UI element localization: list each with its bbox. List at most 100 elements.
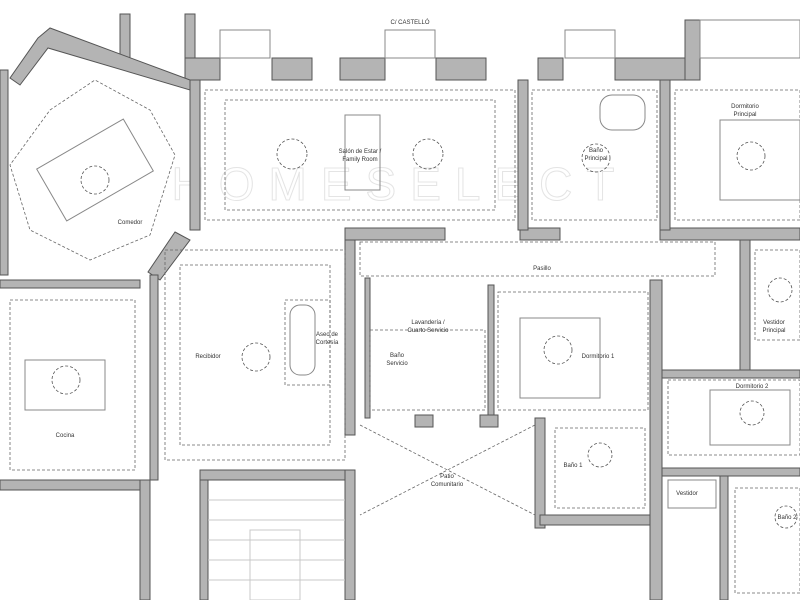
wall — [479, 414, 499, 428]
ceiling-light — [241, 342, 271, 372]
wall — [684, 19, 701, 81]
room-label: Salón de Estar / — [339, 149, 382, 155]
room-label: Comedor — [118, 220, 143, 226]
room-label: Cuarto Servicio — [407, 328, 449, 334]
room-label: Comunitario — [431, 482, 464, 488]
ceiling-light — [581, 143, 611, 173]
room-label: Aseo de — [316, 332, 339, 338]
wall — [539, 514, 661, 526]
dormitorio-principal-outline — [674, 89, 800, 221]
ceiling-light — [587, 442, 613, 468]
wall — [414, 414, 434, 428]
bano-1-outline — [554, 427, 646, 509]
wall — [661, 467, 800, 477]
patio-diagonal — [359, 424, 536, 516]
bano-principal-outline — [531, 89, 658, 221]
dormitorio-1-outline — [497, 291, 649, 411]
wall — [344, 469, 356, 600]
wall — [119, 13, 131, 60]
dormitorio-2-outline — [667, 379, 800, 456]
ceiling-light — [767, 277, 793, 303]
room-labels: C/ CASTELLÓ Salón de Estar / Family Room… — [56, 19, 798, 521]
recibidor-outline — [164, 249, 346, 461]
balcony — [564, 29, 616, 59]
room-label: Dormitorio 1 — [582, 354, 615, 360]
room-label: Vestidor — [763, 320, 785, 326]
wall — [614, 57, 686, 81]
room-label: Vestidor — [676, 491, 698, 497]
wall — [0, 69, 9, 276]
wall — [517, 79, 529, 231]
room-label: Servicio — [386, 361, 408, 367]
dining-table — [36, 118, 154, 222]
wall — [739, 239, 751, 371]
family-room-outline — [204, 89, 516, 221]
wall — [435, 57, 487, 81]
room-label: Principal — [584, 156, 607, 162]
ceiling-light — [80, 165, 110, 195]
wall — [139, 479, 151, 600]
aseo-outline — [284, 299, 331, 386]
wall — [9, 27, 191, 91]
wall — [271, 57, 313, 81]
wall — [147, 231, 191, 281]
wall — [199, 469, 356, 481]
wall — [344, 227, 446, 241]
room-label: Dormitorio — [731, 104, 759, 110]
room-label: Family Room — [342, 157, 377, 163]
vestidor-principal-outline — [754, 249, 800, 341]
room-label: Baño — [589, 148, 604, 154]
balcony — [384, 29, 436, 59]
ceiling-lights — [51, 138, 798, 529]
room-label: Principal — [762, 328, 785, 334]
room-label: Cortesía — [316, 340, 339, 346]
sofa — [344, 114, 381, 191]
bathtub — [289, 304, 316, 376]
room-label: Baño 2 — [777, 515, 797, 521]
room-label: Baño 1 — [563, 463, 583, 469]
wall — [719, 475, 729, 600]
room-label: Baño — [390, 353, 405, 359]
vestidor-outline — [667, 479, 717, 509]
balcony — [219, 29, 271, 59]
interior-lines — [9, 19, 800, 600]
patio-diagonal — [359, 424, 536, 516]
room-label: Pasillo — [533, 266, 551, 272]
cocina-outline — [9, 299, 136, 471]
wall — [649, 279, 663, 600]
room-label: Principal — [733, 112, 756, 118]
family-room-ceiling — [224, 99, 496, 211]
bano-2-outline — [734, 487, 800, 594]
walls — [0, 13, 800, 600]
wall — [661, 369, 800, 379]
watermark: HOMESELECT — [172, 158, 629, 210]
comedor-outline — [9, 79, 176, 261]
wall — [344, 239, 356, 436]
ceiling-light — [739, 400, 765, 426]
wall — [487, 284, 495, 421]
wall — [364, 277, 371, 419]
bed — [709, 389, 791, 446]
wall — [519, 227, 561, 241]
wall — [184, 57, 221, 81]
stair-void — [249, 529, 301, 600]
ceiling-light — [276, 138, 308, 170]
wall — [659, 79, 671, 231]
bathtub — [599, 94, 646, 131]
room-label: Lavandería / — [411, 320, 445, 326]
room-label: Dormitorio 2 — [736, 384, 769, 390]
bed — [519, 317, 601, 399]
ceiling-light — [774, 505, 798, 529]
bed — [719, 119, 800, 201]
ceiling-light — [412, 138, 444, 170]
room-label: Cocina — [56, 433, 75, 439]
street-label: C/ CASTELLÓ — [390, 19, 429, 26]
wall — [537, 57, 564, 81]
wall — [0, 279, 141, 289]
wall — [659, 227, 800, 241]
room-label: Patio — [440, 474, 454, 480]
wall — [189, 79, 201, 231]
wall — [0, 479, 151, 491]
ceiling-light — [51, 365, 81, 395]
